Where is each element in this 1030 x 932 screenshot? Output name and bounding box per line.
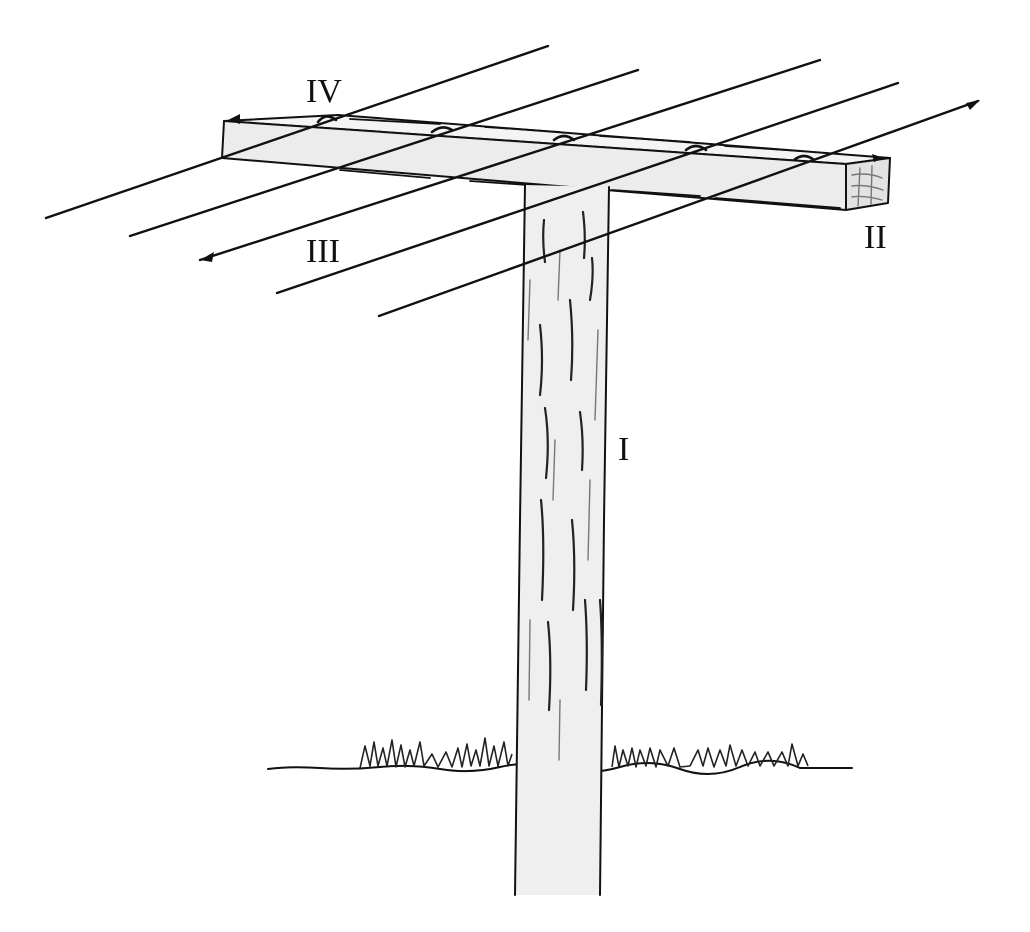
wires — [44, 44, 980, 318]
wire-3 — [198, 58, 822, 262]
arrow-tip-beam-right — [872, 154, 884, 162]
post — [514, 184, 610, 896]
arrow-tip-right — [966, 100, 980, 110]
crossarm-end-face — [845, 157, 891, 211]
post-grain-faint — [527, 249, 599, 761]
arrow-tip-beam — [228, 114, 240, 124]
label-i: I — [618, 431, 629, 468]
wire-ties — [316, 115, 816, 162]
wire-4 — [275, 81, 900, 295]
crossarm-end-grain — [851, 165, 884, 207]
wire-1 — [44, 44, 550, 220]
label-iii: III — [306, 233, 340, 270]
crossarm — [221, 114, 891, 211]
wire-2 — [128, 68, 640, 238]
label-iv: IV — [306, 73, 342, 110]
crossarm-shading-lines — [339, 118, 841, 209]
grass-left — [359, 737, 513, 769]
post-grain — [538, 210, 603, 712]
label-ii: II — [864, 219, 887, 256]
post-left-edge — [514, 184, 526, 896]
grass-right — [611, 743, 809, 768]
post-right-edge — [599, 186, 610, 896]
post-body — [515, 185, 609, 895]
arrow-tip-left — [200, 252, 214, 262]
wire-5 — [377, 99, 980, 318]
